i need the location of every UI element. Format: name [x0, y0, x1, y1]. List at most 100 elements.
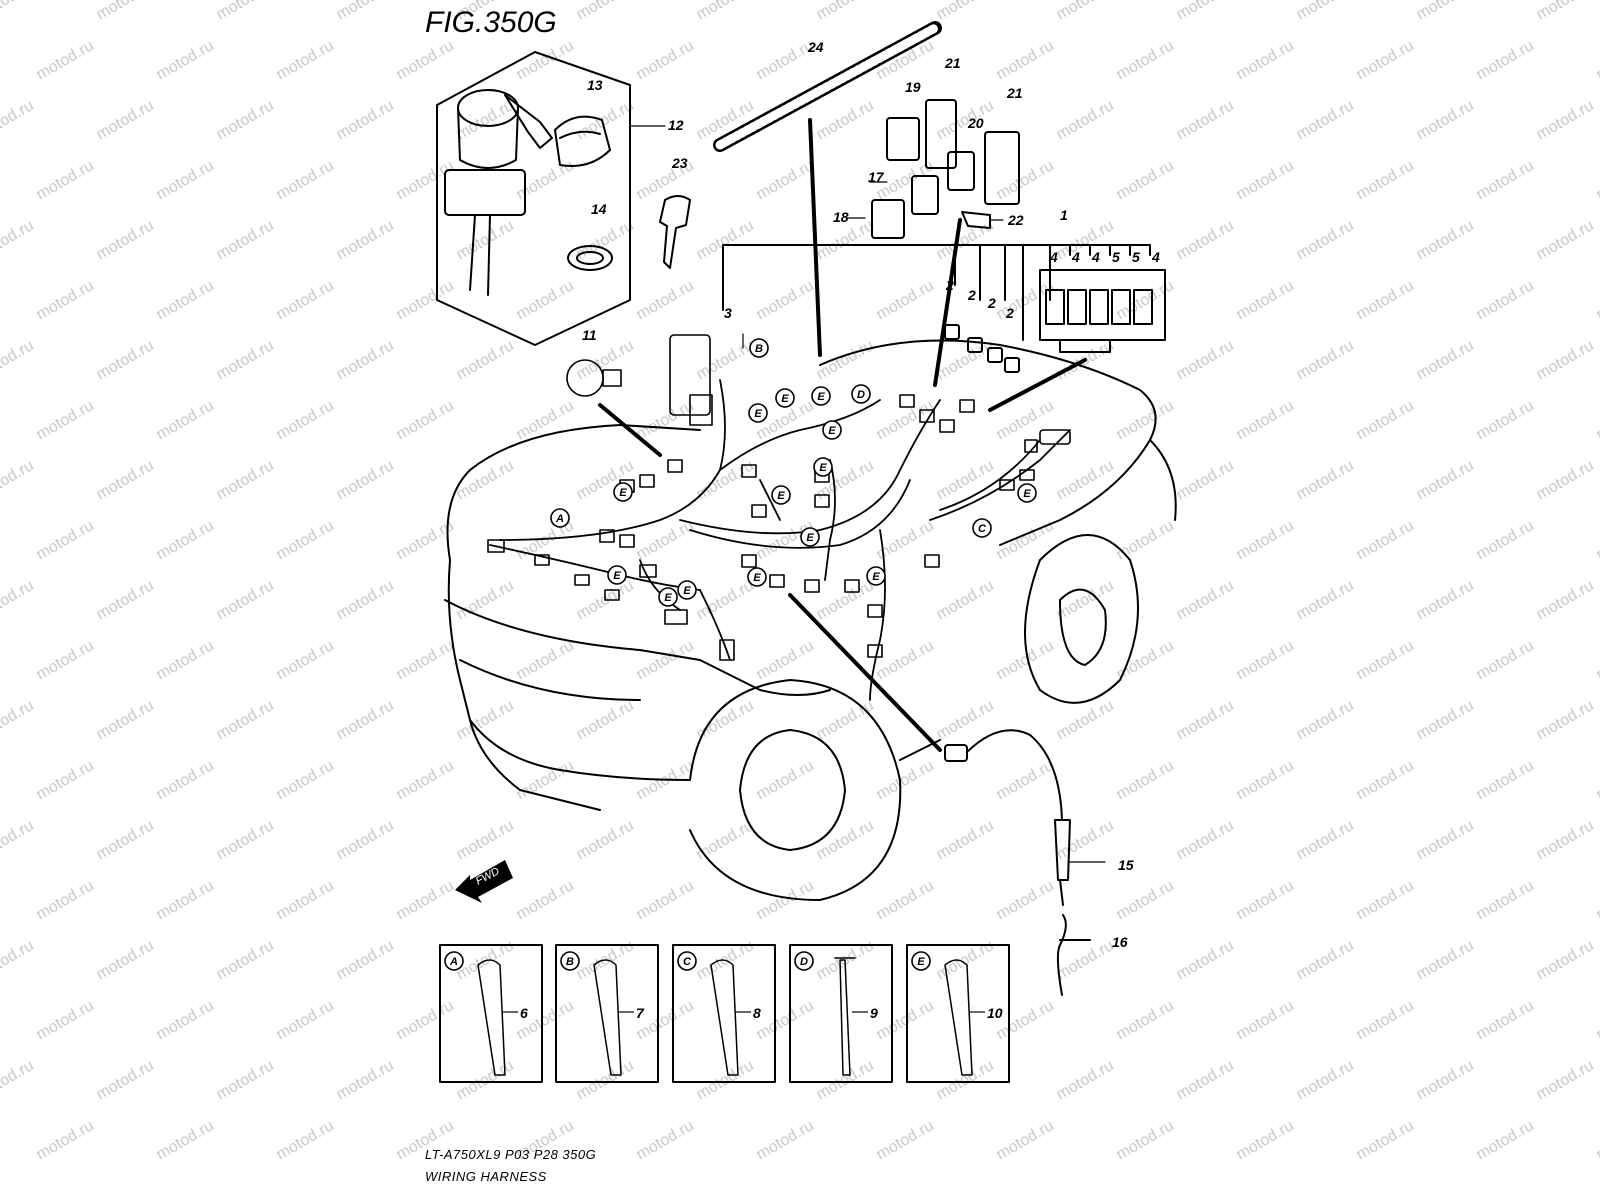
- clamp-letter-marker: E: [747, 567, 767, 587]
- clamp-letter-marker: A: [550, 508, 570, 528]
- section-name: WIRING HARNESS: [425, 1169, 547, 1184]
- clamp-panel: E 10: [911, 951, 1003, 1021]
- callout-number: 4: [1071, 249, 1080, 265]
- clamp-part-number: 6: [520, 1005, 528, 1021]
- clamp-letter-marker: E: [607, 565, 627, 585]
- figure-title: FIG.350G: [425, 6, 557, 39]
- clamp-letter-marker: E: [677, 580, 697, 600]
- ignition-key: [659, 195, 691, 269]
- clamp-letter: E: [872, 571, 880, 583]
- ignition-kit-frame: [436, 51, 631, 346]
- small-relays: [944, 324, 1020, 373]
- callout-number: 16: [1112, 934, 1128, 950]
- callout-number: 19: [905, 79, 921, 95]
- clamp-part-number: 9: [870, 1005, 878, 1021]
- clamp-letter: A: [555, 513, 564, 525]
- clamp-letter-marker: E: [658, 587, 678, 607]
- callout-number: 18: [833, 209, 849, 225]
- clamp-panel-letter: B: [566, 956, 574, 968]
- callout-number: 21: [944, 55, 961, 71]
- clamp-panel-frames: [439, 944, 1010, 1083]
- clamp-panel-letter: E: [917, 956, 925, 968]
- harness-bundle: [489, 379, 1071, 701]
- clamp-panel-letter: C: [683, 956, 692, 968]
- clamp-letter-marker: E: [1017, 483, 1037, 503]
- clamp-letter-marker: C: [972, 518, 992, 538]
- clamp-part-number: 8: [753, 1005, 761, 1021]
- callout-number: 11: [582, 327, 597, 343]
- callout-number: 4: [1151, 249, 1160, 265]
- clamp-letter: E: [781, 393, 789, 405]
- callout-number: 2: [945, 277, 954, 293]
- clamp-panel: D9: [794, 951, 878, 1021]
- clamp-letter-marker: E: [866, 566, 886, 586]
- clamp-panel-letter: D: [800, 956, 808, 968]
- clamp-letter: B: [755, 343, 763, 355]
- clamp-panel: B7: [560, 951, 645, 1021]
- callout-number: 2: [967, 287, 976, 303]
- clamp-letter: E: [777, 490, 785, 502]
- clamp-letter-marker: E: [811, 386, 831, 406]
- clamp-letter-marker: E: [771, 485, 791, 505]
- callout-number: 20: [967, 115, 984, 131]
- clamp-letter: E: [817, 391, 825, 403]
- clamp-letter-marker: E: [822, 420, 842, 440]
- o2-sensor: [944, 729, 1091, 996]
- clamp-drawings: [477, 957, 973, 1076]
- fuse-box: [1039, 269, 1166, 353]
- callout-number: 13: [587, 77, 603, 93]
- callout-number: 14: [591, 201, 607, 217]
- callout-number: 3: [724, 305, 732, 321]
- clamp-letter-marker: B: [749, 338, 769, 358]
- clamp-panel: C8: [677, 951, 761, 1021]
- callout-number: 4: [1049, 249, 1058, 265]
- clamp-letter: E: [619, 487, 627, 499]
- callout-number: 2: [1005, 305, 1014, 321]
- model-code: LT-A750XL9 P03 P28 350G: [425, 1147, 597, 1162]
- clamp-letter: E: [828, 425, 836, 437]
- clamp-letter: E: [683, 585, 691, 597]
- clamp-letter: E: [1023, 488, 1031, 500]
- callout-number: 12: [668, 117, 684, 133]
- clamp-letter-marker: E: [800, 527, 820, 547]
- corrugated-tube: [713, 21, 942, 152]
- callout-number: 1: [1060, 207, 1068, 223]
- clamp-letter-marker: E: [613, 482, 633, 502]
- switch-ring: [567, 245, 613, 271]
- callout-number: 21: [1006, 85, 1023, 101]
- clamp-panel-letter: A: [449, 956, 458, 968]
- atv-body: [444, 339, 1177, 901]
- callout-number: 22: [1007, 212, 1024, 228]
- callout-number: 5: [1112, 249, 1120, 265]
- callout-leaders: [629, 125, 1106, 941]
- switch-cap: [554, 115, 611, 167]
- clamp-part-number: 7: [636, 1005, 645, 1021]
- clamp-letter: E: [819, 462, 827, 474]
- clamp-letter-marker: E: [775, 388, 795, 408]
- clamp-letter: E: [753, 572, 761, 584]
- callout-number: 5: [1132, 249, 1140, 265]
- callout-number: 15: [1118, 857, 1134, 873]
- relay-group: [871, 99, 1020, 239]
- callout-number: 4: [1091, 249, 1100, 265]
- callout-number: 23: [671, 155, 688, 171]
- ignition-switch: [444, 89, 553, 296]
- callout-number: 2: [987, 295, 996, 311]
- clamp-letter: E: [806, 532, 814, 544]
- clamp-letter: C: [978, 523, 987, 535]
- clamp-letter: E: [664, 592, 672, 604]
- clamp-letter-marker: D: [851, 384, 871, 404]
- clamp-letter: E: [613, 570, 621, 582]
- clamp-part-number: 10: [987, 1005, 1003, 1021]
- callout-number: 24: [807, 39, 824, 55]
- clamp-panel: A6: [444, 951, 528, 1021]
- callout-number: 17: [868, 169, 885, 185]
- clamp-letter-marker: E: [813, 457, 833, 477]
- fwd-arrow: FWD: [455, 860, 513, 903]
